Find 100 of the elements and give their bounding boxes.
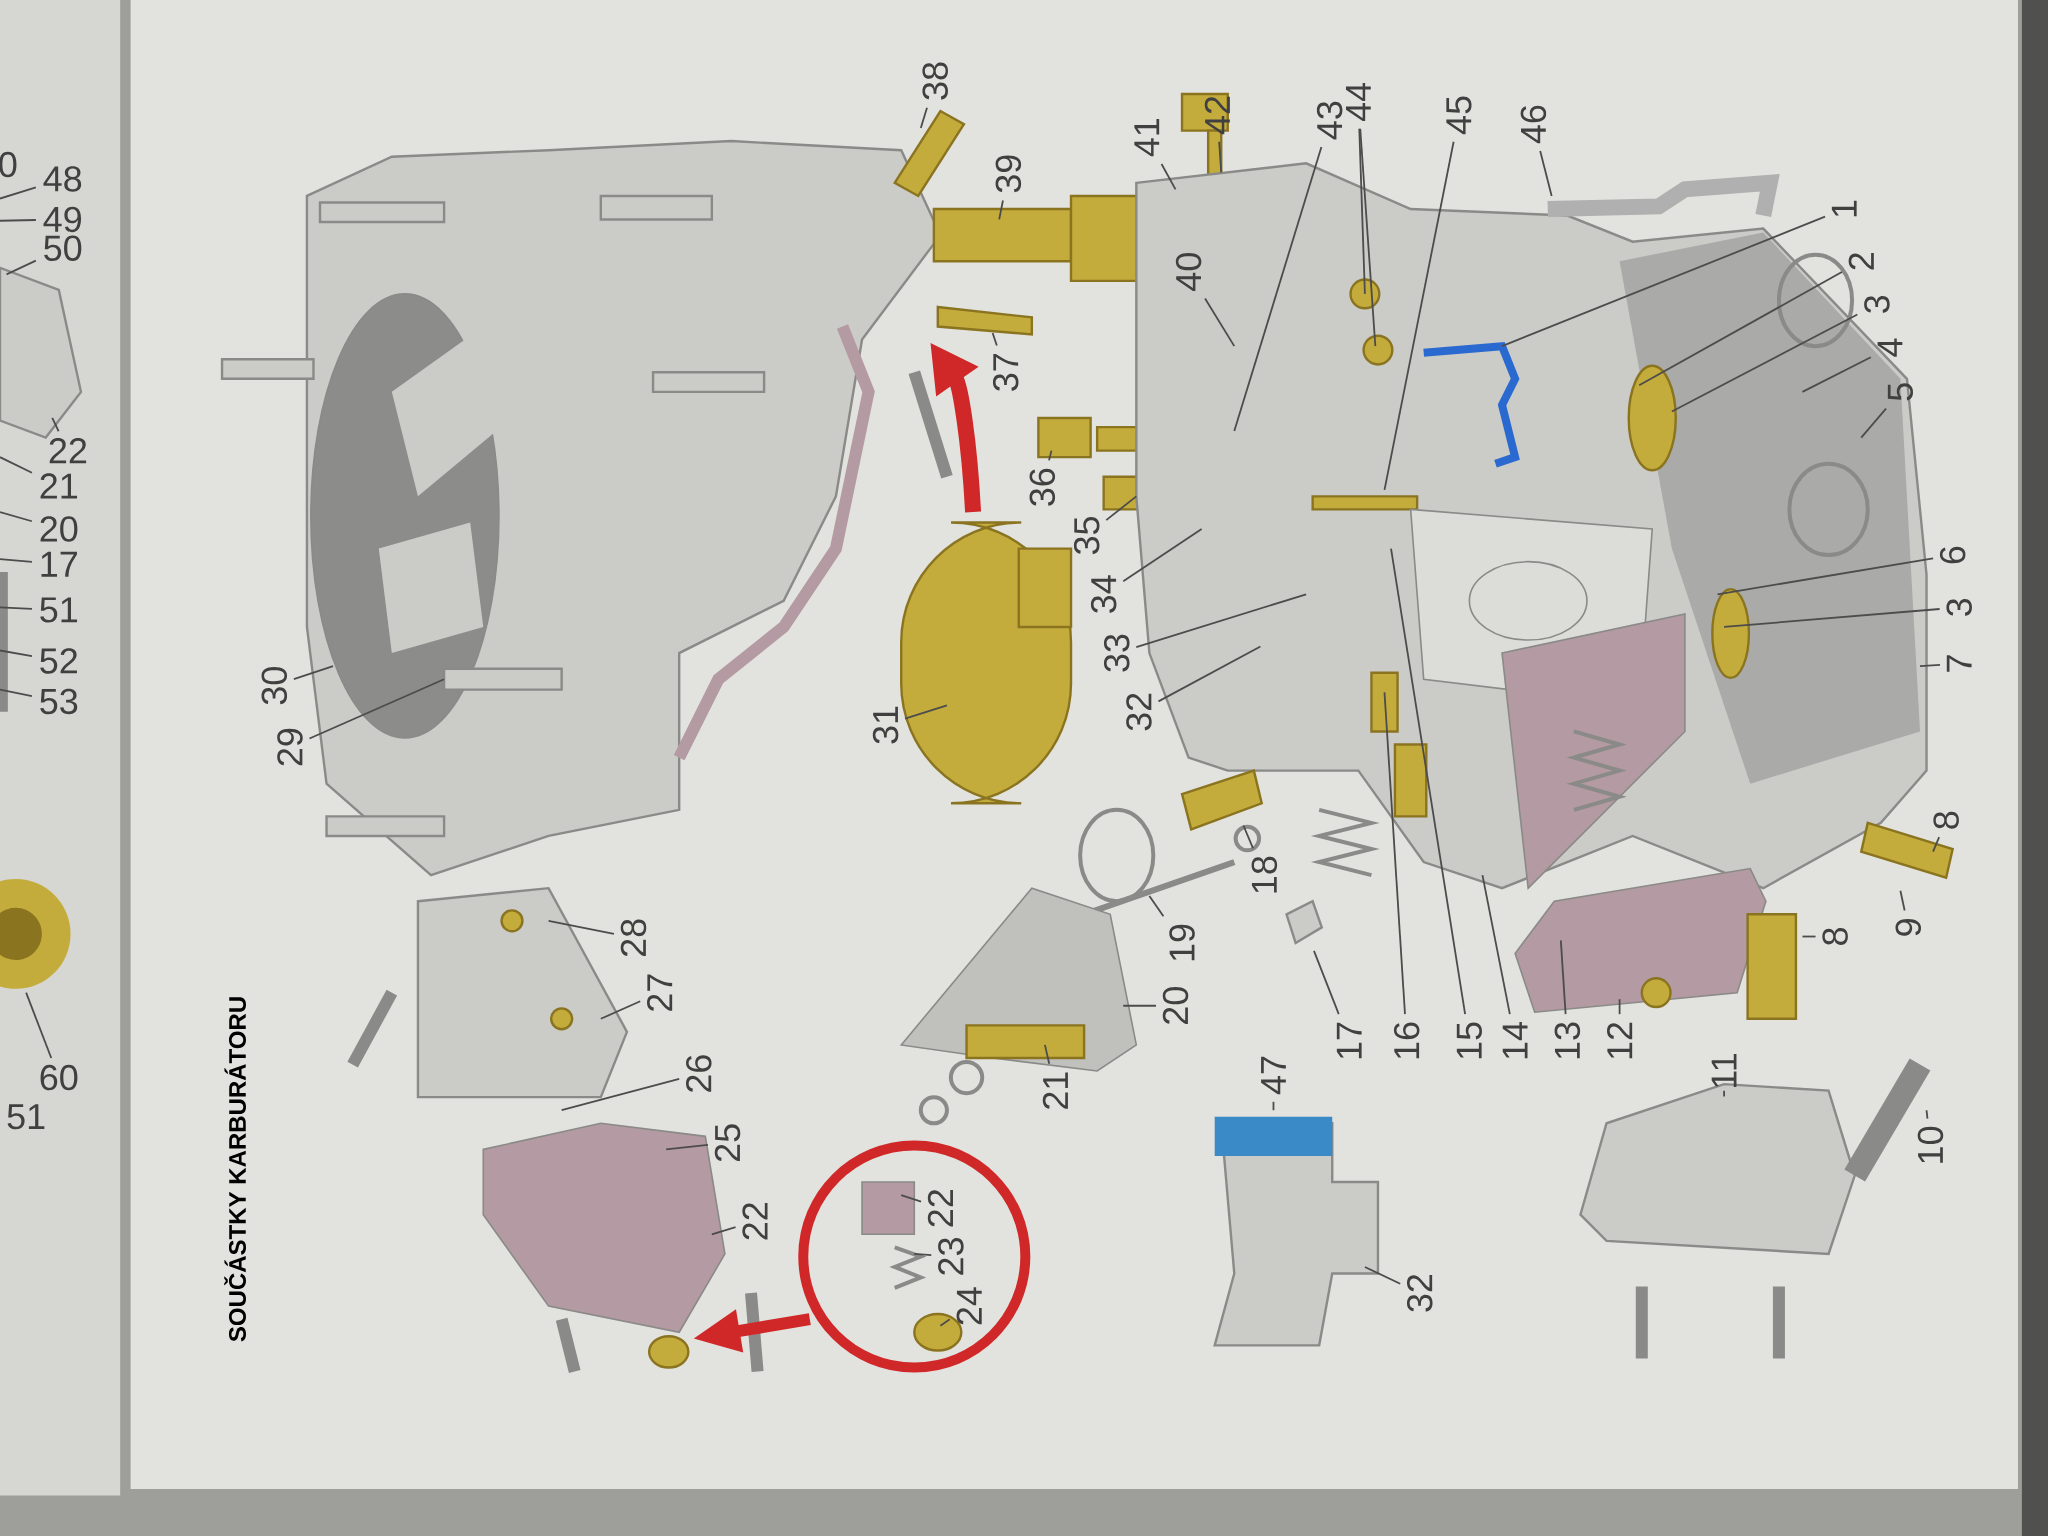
leader-line bbox=[1359, 127, 1377, 348]
leader-line bbox=[998, 199, 1004, 221]
leader-line bbox=[1390, 547, 1466, 1016]
callout-number: 0 bbox=[0, 151, 17, 178]
callout-number: 21 bbox=[40, 473, 78, 499]
leader-line bbox=[5, 259, 37, 276]
leader-line bbox=[1048, 449, 1053, 462]
callout-number: 6 bbox=[1939, 546, 1966, 564]
leader-line bbox=[1925, 1109, 1929, 1120]
leader-line bbox=[1501, 215, 1826, 348]
callout-number: 15 bbox=[1456, 1022, 1482, 1059]
callout-number: 9 bbox=[1895, 919, 1921, 936]
callout-number: 46 bbox=[1520, 105, 1547, 144]
leader-line bbox=[0, 456, 33, 474]
leader-line bbox=[1358, 127, 1366, 295]
callout-number: 60 bbox=[40, 1064, 78, 1091]
leader-line bbox=[1723, 608, 1941, 628]
leader-line bbox=[560, 1077, 681, 1112]
callout-number: 8 bbox=[1822, 928, 1848, 945]
leader-line bbox=[1383, 140, 1455, 491]
leader-line bbox=[1157, 645, 1262, 703]
leader-line bbox=[25, 991, 53, 1059]
leader-line bbox=[1860, 407, 1887, 439]
callout-number: 26 bbox=[686, 1055, 712, 1092]
leader-line bbox=[1233, 146, 1323, 432]
leader-line bbox=[1122, 1004, 1157, 1007]
callout-number: 4 bbox=[1877, 338, 1903, 357]
callout-number: 23 bbox=[938, 1238, 964, 1275]
callout-number: 49 bbox=[43, 206, 81, 233]
leader-line bbox=[1618, 998, 1621, 1016]
callout-number: 27 bbox=[647, 974, 673, 1011]
callout-number: 25 bbox=[714, 1124, 741, 1162]
callout-number: 29 bbox=[277, 728, 303, 766]
leader-line bbox=[1539, 150, 1553, 197]
callout-number: 22 bbox=[49, 438, 87, 464]
callout-number: 45 bbox=[1446, 96, 1472, 135]
leader-line bbox=[1313, 950, 1340, 1016]
callout-number: 50 bbox=[44, 235, 82, 261]
leader-line bbox=[1160, 163, 1177, 191]
leader-line bbox=[1105, 495, 1138, 521]
callout-number: 40 bbox=[1175, 253, 1202, 291]
callout-number: 53 bbox=[40, 688, 78, 715]
callout-number: 20 bbox=[1162, 987, 1189, 1024]
callout-number: 10 bbox=[1917, 1126, 1944, 1163]
callout-number: 7 bbox=[1946, 655, 1972, 672]
callout-number: 13 bbox=[1554, 1022, 1581, 1059]
leader-line bbox=[0, 219, 37, 222]
leader-line bbox=[0, 511, 33, 523]
leader-line bbox=[1723, 1089, 1725, 1098]
leader-line bbox=[1716, 557, 1934, 596]
callout-number: 51 bbox=[7, 1104, 45, 1130]
callout-number: 17 bbox=[1336, 1022, 1362, 1059]
leader-line bbox=[1122, 528, 1203, 583]
leader-line bbox=[1135, 593, 1308, 648]
callout-number: 18 bbox=[1251, 856, 1278, 893]
leader-line bbox=[599, 1000, 642, 1020]
callout-number: 44 bbox=[1346, 82, 1371, 122]
callout-number: 3 bbox=[1946, 598, 1972, 616]
callout-number: 47 bbox=[1261, 1056, 1286, 1095]
callout-number: 19 bbox=[1169, 924, 1195, 961]
callout-number: 42 bbox=[1204, 96, 1230, 135]
leader-line bbox=[0, 606, 33, 610]
leader-line bbox=[1148, 895, 1165, 918]
leader-line bbox=[991, 332, 998, 347]
callout-number: 1 bbox=[1831, 200, 1857, 217]
leader-line bbox=[1559, 939, 1567, 1016]
callout-number: 22 bbox=[742, 1203, 768, 1240]
leader-line bbox=[919, 106, 928, 129]
callout-number: 36 bbox=[1029, 468, 1056, 506]
leader-line bbox=[1481, 874, 1511, 1016]
callout-number: 43 bbox=[1316, 101, 1343, 140]
callout-number: 35 bbox=[1073, 517, 1100, 555]
callout-number: 30 bbox=[261, 667, 288, 705]
callout-number: 11 bbox=[1711, 1054, 1737, 1087]
leader-line bbox=[1364, 1266, 1402, 1285]
callout-number: 52 bbox=[40, 648, 77, 674]
callout-number: 17 bbox=[41, 551, 77, 577]
callout-number: 51 bbox=[40, 597, 78, 623]
callout-number: 31 bbox=[872, 706, 899, 744]
callout-number: 12 bbox=[1607, 1022, 1633, 1059]
callout-number: 34 bbox=[1090, 575, 1117, 613]
callout-number: 16 bbox=[1393, 1022, 1420, 1059]
leader-line bbox=[665, 1144, 709, 1151]
callout-number: 21 bbox=[1042, 1072, 1068, 1109]
leader-line bbox=[1801, 356, 1872, 393]
callout-number: 32 bbox=[1126, 693, 1152, 731]
callout-number: 48 bbox=[43, 166, 82, 192]
leader-line bbox=[51, 417, 60, 433]
leader-line bbox=[1670, 313, 1859, 413]
callout-number: 28 bbox=[620, 919, 647, 956]
leader-line bbox=[308, 678, 445, 740]
leader-line bbox=[1242, 824, 1254, 850]
leader-line bbox=[1272, 1100, 1275, 1112]
callout-number: 37 bbox=[992, 354, 1019, 391]
callout-number: 38 bbox=[922, 62, 948, 100]
leader-line bbox=[1204, 297, 1236, 348]
callout-number: 39 bbox=[995, 155, 1022, 193]
leader-line bbox=[710, 1226, 737, 1236]
callout-number: 3 bbox=[1864, 295, 1890, 313]
leader-line bbox=[913, 1253, 933, 1256]
